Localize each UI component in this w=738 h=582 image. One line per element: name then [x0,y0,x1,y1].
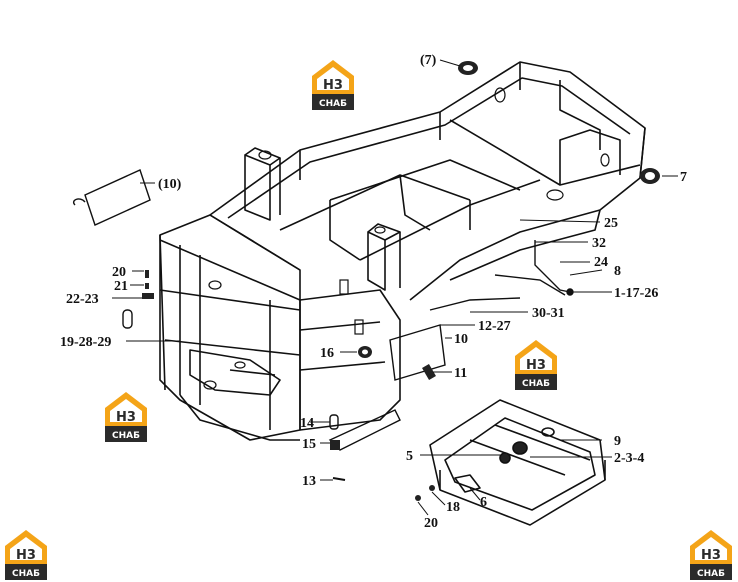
callout-6: 6 [480,495,487,510]
fasteners-18-20 [415,485,435,501]
callout-25: 25 [604,216,618,231]
subframe-9 [429,399,606,526]
watermark-letters: H3 [323,78,343,93]
main-frame [159,61,646,441]
callout-16: 16 [320,346,334,361]
watermark-caption: CHAБ [522,379,550,389]
watermark-logo: H3 CHAБ [312,60,354,110]
callout-10: 10 [454,332,468,347]
watermark-logo: H3 CHAБ [515,340,557,390]
callout-20-top: 20 [112,265,126,280]
callout-20-bottom: 20 [424,516,438,531]
callout-12-27: 12-27 [478,319,511,334]
callout-2-3-4: 2-3-4 [614,451,644,466]
callout-9: 9 [614,434,621,449]
callout-10-paren: (10) [158,177,182,192]
callout-7-paren: (7) [420,53,437,68]
bushing-16 [358,346,372,358]
watermark-logo: H3 CHAБ [105,392,147,442]
bracket-plate-10-lower [389,324,446,381]
watermark-caption: CHAБ [12,569,40,579]
watermark-logo: H3 CHAБ [690,530,732,580]
callout-5: 5 [406,449,413,464]
watermark-letters: H3 [526,358,546,373]
watermark-caption: CHAБ [319,99,347,109]
callout-18: 18 [446,500,460,515]
callout-7: 7 [680,170,687,185]
leader-lines [112,59,678,516]
callout-13: 13 [302,474,316,489]
callout-21: 21 [114,279,128,294]
callout-24: 24 [594,255,608,270]
seal-ring-7-right [640,168,660,184]
callout-1-17-26: 1-17-26 [614,286,658,301]
callout-32: 32 [592,236,606,251]
callout-22-23: 22-23 [66,292,99,307]
frame-holes [203,87,610,390]
callout-30-31: 30-31 [532,306,565,321]
callout-15: 15 [302,437,316,452]
pin-11 [422,363,436,381]
watermark-letters: H3 [701,548,721,563]
watermark-logo: H3 CHAБ [5,530,47,580]
watermark-letters: H3 [16,548,36,563]
cover-plate-10 [73,169,151,226]
callout-11: 11 [454,366,467,381]
watermark-letters: H3 [116,410,136,425]
callout-labels: (7) 7 (10) 25 32 24 8 1-17-26 30-31 12-2… [60,53,687,531]
pin-13-14-15 [328,409,401,481]
watermark-caption: CHAБ [112,431,140,441]
watermark-caption: CHAБ [697,569,725,579]
callout-8: 8 [614,264,621,279]
pins-left-group [122,270,154,329]
seal-ring-7-top [458,61,478,75]
callout-19-28-29: 19-28-29 [60,335,111,350]
hydraulic-line-32 [429,240,574,311]
callout-14: 14 [300,416,314,431]
